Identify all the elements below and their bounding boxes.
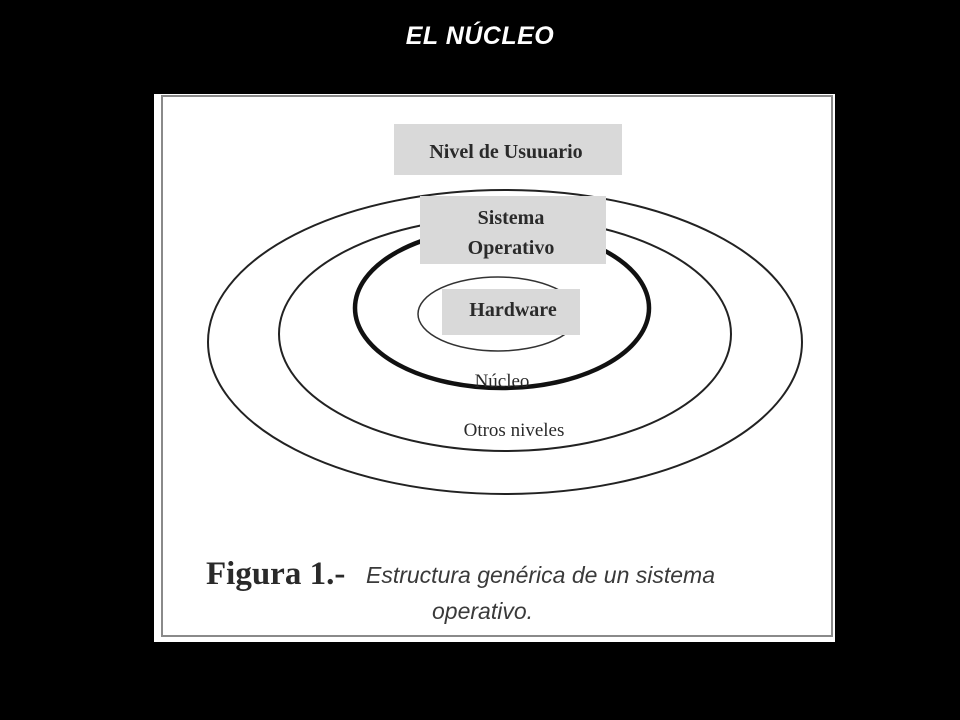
os-label-box [420,196,606,264]
outer-ring-user-level [207,189,803,495]
figure-caption-line1: Estructura genérica de un sistema [366,562,715,588]
figure-frame: Nivel de Usuuario Sistema Operativo Hard… [154,94,835,642]
os-label-line1: Sistema [478,207,545,229]
other-levels-label: Otros niveles [464,420,565,441]
os-structure-diagram: Nivel de Usuuario Sistema Operativo Hard… [161,95,833,637]
user-level-label: Nivel de Usuuario [429,141,582,163]
kernel-label: Núcleo [475,371,530,392]
figure-border [161,95,833,637]
slide-title: EL NÚCLEO [405,22,555,50]
figure-caption-line2: operativo. [432,598,533,624]
hardware-label: Hardware [469,299,557,321]
hardware-label-box [442,289,580,335]
os-label-line2: Operativo [468,237,555,259]
figure-caption-label: Figura 1.- [206,556,345,592]
user-level-label-box [394,124,622,175]
